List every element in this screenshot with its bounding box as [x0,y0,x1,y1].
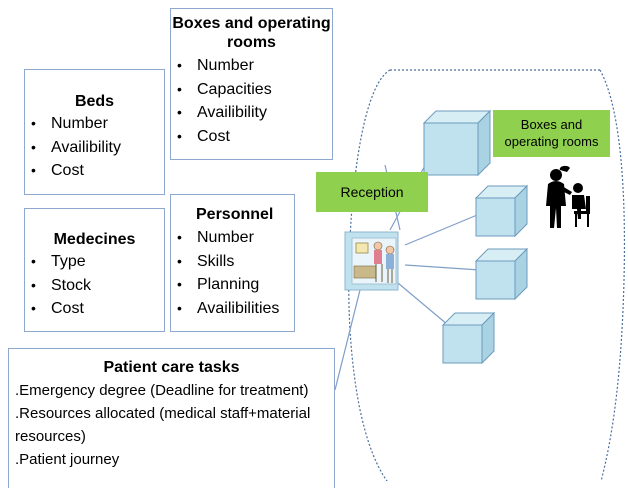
patient-care-title: Patient care tasks [103,359,240,376]
personnel-box: Personnel Number Skills Planning Availib… [170,194,295,332]
room-cube [474,184,529,238]
list-item: Availibilities [171,297,294,321]
medecines-box: Medecines Type Stock Cost [24,208,165,332]
list-item: Number [171,54,332,78]
reception-desk-icon [344,231,399,291]
reception-label: Reception [316,172,428,212]
patient-care-line: .Resources allocated (medical staff+mate… [15,405,311,445]
beds-list: Number Availibility Cost [25,112,164,183]
list-item: Type [25,250,164,274]
doctor-patient-icon [546,165,590,228]
patient-care-line: .Patient journey [15,451,120,468]
list-item: Stock [25,274,164,298]
boxes-rooms-list: Number Capacities Availibility Cost [171,54,332,148]
boxes-rooms-title: Boxes and operating rooms [172,15,331,51]
room-cube [441,311,496,365]
list-item: Cost [171,125,332,149]
room-cube [474,247,529,301]
medecines-list: Type Stock Cost [25,250,164,321]
list-item: Planning [171,273,294,297]
beds-box: Beds Number Availibility Cost [24,69,165,195]
list-item: Cost [25,297,164,321]
personnel-list: Number Skills Planning Availibilities [171,226,294,320]
list-item: Capacities [171,78,332,102]
cylinder-right-edge [599,69,626,481]
beds-title: Beds [74,93,115,110]
list-item: Number [171,226,294,250]
patient-care-line: .Emergency degree (Deadline for treatmen… [15,382,309,399]
list-item: Cost [25,159,164,183]
list-item: Availibility [25,136,164,160]
list-item: Availibility [171,101,332,125]
personnel-title: Personnel [196,206,274,223]
cylinder-left-edge [348,69,391,481]
medecines-title: Medecines [53,231,136,248]
boxes-rooms-box: Boxes and operating rooms Number Capacit… [170,8,333,160]
list-item: Skills [171,250,294,274]
patient-care-box: Patient care tasks .Emergency degree (De… [8,348,335,488]
list-item: Number [25,112,164,136]
room-cube [422,109,492,177]
boxes-rooms-label: Boxes and operating rooms [493,110,610,157]
